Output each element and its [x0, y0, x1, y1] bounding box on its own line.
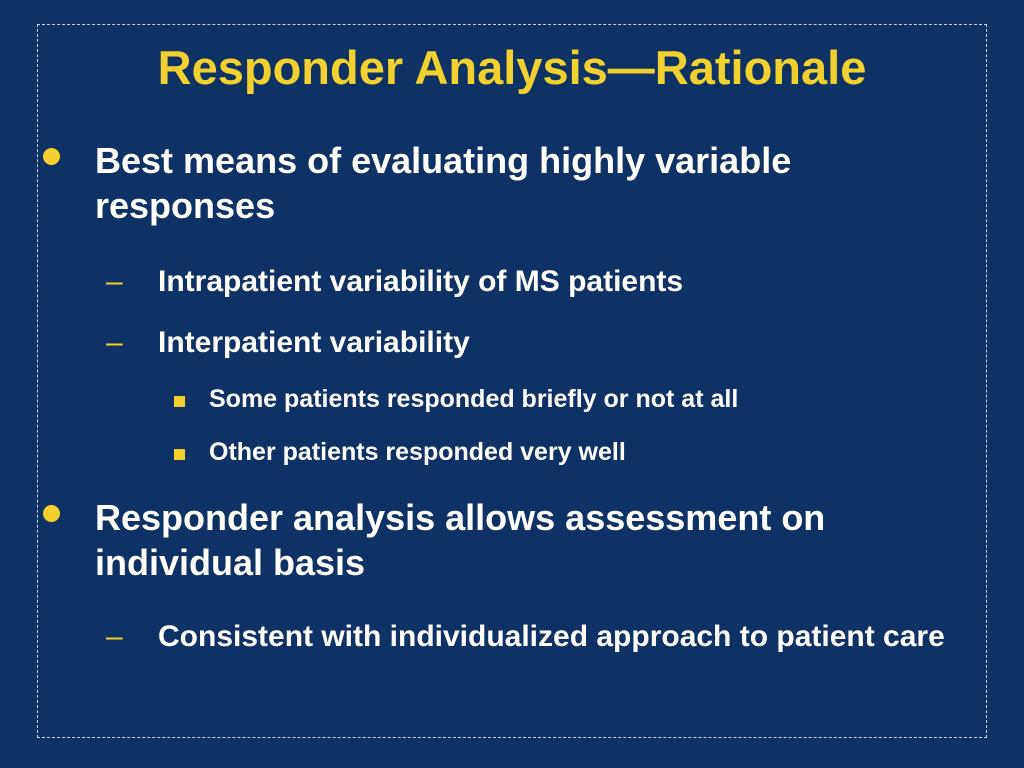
sub-bullet-text: Intrapatient variability of MS patients — [158, 265, 684, 298]
sub-sub-bullet-text: Some patients responded briefly or not a… — [209, 385, 739, 413]
sub-bullet-item: – Consistent with individualized approac… — [106, 615, 958, 659]
bullet-item: Responder analysis allows assessment on … — [43, 495, 975, 585]
round-bullet-icon — [43, 505, 60, 522]
dashed-frame — [37, 24, 987, 738]
square-bullet-icon — [174, 449, 185, 460]
bullet-item: Best means of evaluating highly variable… — [43, 138, 975, 228]
bullet-text: Responder analysis allows assessment on … — [95, 497, 826, 583]
bullet-text: Best means of evaluating highly variable… — [95, 140, 792, 226]
sub-sub-bullet-text: Other patients responded very well — [209, 438, 626, 466]
dash-bullet-icon: – — [106, 265, 123, 298]
sub-bullet-item: – Intrapatient variability of MS patient… — [106, 260, 958, 304]
square-bullet-icon — [174, 396, 185, 407]
sub-sub-bullet-item: Some patients responded briefly or not a… — [174, 383, 989, 415]
sub-bullet-text: Interpatient variability — [158, 326, 470, 359]
slide-title: Responder Analysis—Rationale — [157, 41, 867, 94]
sub-bullet-text: Consistent with individualized approach … — [158, 620, 945, 653]
dash-bullet-icon: – — [106, 620, 123, 653]
sub-sub-bullet-item: Other patients responded very well — [174, 436, 989, 468]
sub-bullet-item: – Interpatient variability — [106, 321, 958, 365]
round-bullet-icon — [43, 148, 60, 165]
dash-bullet-icon: – — [106, 326, 123, 359]
